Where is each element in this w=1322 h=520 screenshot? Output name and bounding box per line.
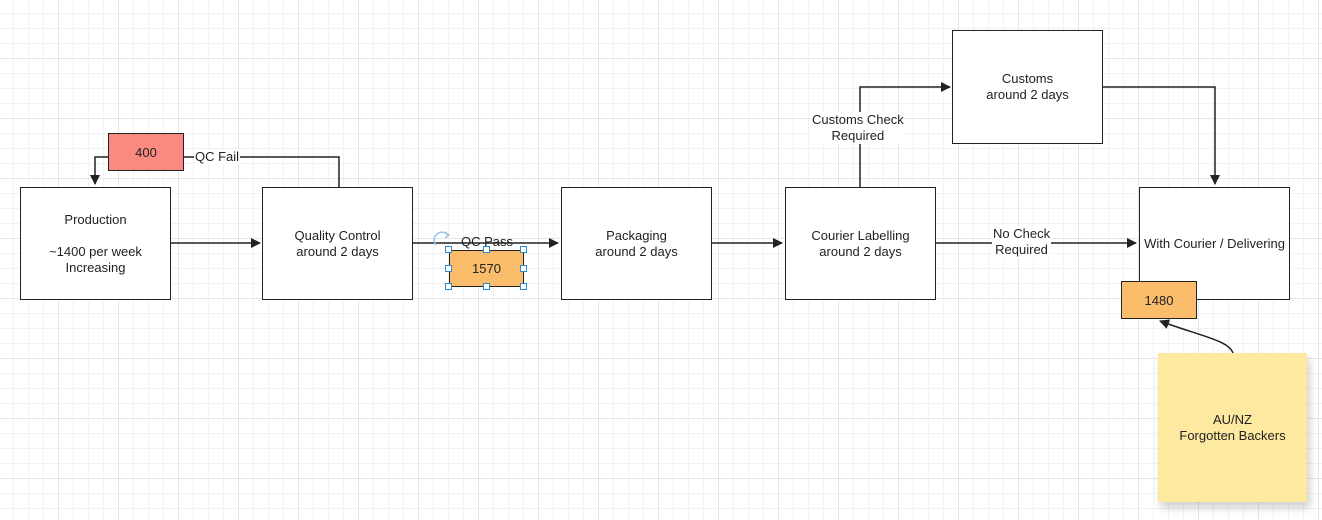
with-courier-count-badge[interactable]: 1480 xyxy=(1121,281,1197,319)
qc-pass-count: 1570 xyxy=(472,261,501,276)
node-packaging[interactable]: Packaging around 2 days xyxy=(561,187,712,300)
packaging-duration: around 2 days xyxy=(595,243,678,259)
qc-fail-count: 400 xyxy=(135,144,157,160)
quality-control-title: Quality Control xyxy=(294,227,381,243)
node-customs[interactable]: Customs around 2 days xyxy=(952,30,1103,144)
courier-labelling-duration: around 2 days xyxy=(819,243,902,259)
resize-handle-se[interactable] xyxy=(520,283,527,290)
resize-handle-n[interactable] xyxy=(483,246,490,253)
edge-label-customs-check[interactable]: Customs Check Required xyxy=(811,112,905,144)
courier-labelling-title: Courier Labelling xyxy=(811,227,910,243)
no-check-line2: Required xyxy=(995,242,1048,257)
edge-label-qc-fail[interactable]: QC Fail xyxy=(194,149,241,165)
edge-fail-to-production[interactable] xyxy=(90,156,108,185)
edge-label-no-check[interactable]: No Check Required xyxy=(992,226,1052,258)
customs-check-line1: Customs Check xyxy=(812,112,904,127)
resize-handle-nw[interactable] xyxy=(445,246,452,253)
node-courier-labelling[interactable]: Courier Labelling around 2 days xyxy=(785,187,936,300)
sticky-note-line1: AU/NZ xyxy=(1213,411,1252,427)
customs-check-line2: Required xyxy=(831,128,885,143)
edge-customs-to-courier[interactable] xyxy=(1103,86,1220,185)
customs-duration: around 2 days xyxy=(986,87,1069,102)
qc-fail-count-badge[interactable]: 400 xyxy=(108,133,184,171)
production-title: Production xyxy=(64,211,127,227)
resize-handle-e[interactable] xyxy=(520,265,527,272)
qc-pass-count-badge[interactable]: 1570 xyxy=(449,250,524,287)
customs-title: Customs xyxy=(1001,71,1054,86)
resize-handle-s[interactable] xyxy=(483,283,490,290)
quality-control-duration: around 2 days xyxy=(296,243,379,259)
with-courier-title: With Courier / Delivering xyxy=(1144,235,1285,251)
resize-handle-w[interactable] xyxy=(445,265,452,272)
resize-handle-ne[interactable] xyxy=(520,246,527,253)
sticky-note[interactable]: AU/NZ Forgotten Backers xyxy=(1158,353,1307,502)
no-check-line1: No Check xyxy=(993,226,1051,241)
edge-customs-check[interactable] xyxy=(859,82,951,187)
with-courier-count: 1480 xyxy=(1144,292,1174,308)
production-trend: Increasing xyxy=(65,259,126,275)
packaging-title: Packaging xyxy=(606,227,667,243)
resize-handle-sw[interactable] xyxy=(445,283,452,290)
edge-note-to-badge[interactable] xyxy=(1159,319,1234,354)
edge-label-qc-pass[interactable]: QC Pass xyxy=(461,234,514,249)
node-quality-control[interactable]: Quality Control around 2 days xyxy=(262,187,413,300)
sticky-note-line2: Forgotten Backers xyxy=(1179,427,1286,443)
node-production[interactable]: Production ~1400 per week Increasing xyxy=(20,187,171,300)
production-rate: ~1400 per week xyxy=(49,243,142,259)
